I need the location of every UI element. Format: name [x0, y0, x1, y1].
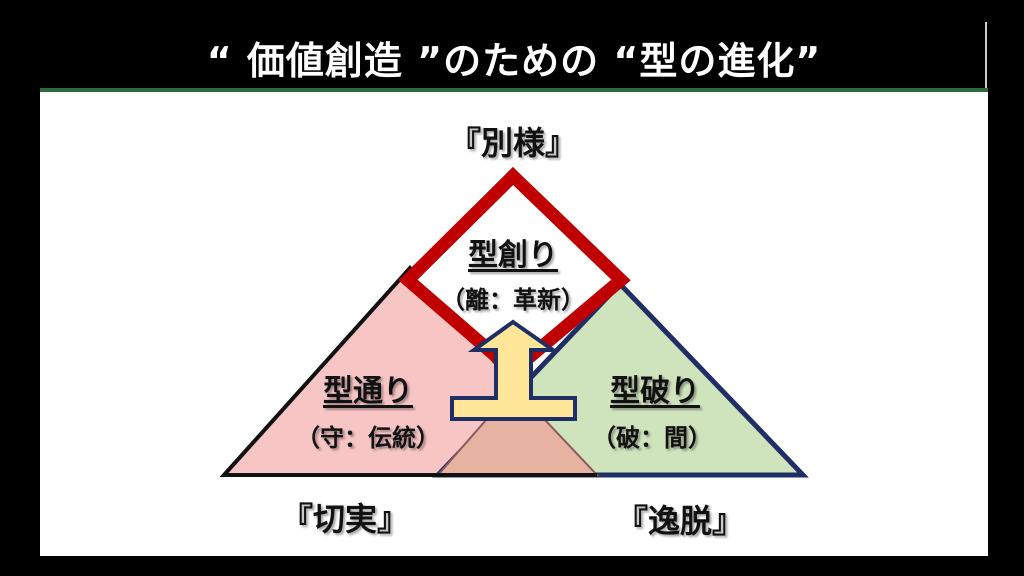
- label-top: 『別様』: [448, 124, 578, 162]
- break-title: 型破り: [610, 374, 700, 409]
- label-bottom-right: 『逸脱』: [615, 502, 745, 540]
- up-arrow: [450, 319, 577, 421]
- create-title: 型創り: [468, 238, 558, 273]
- follow-subtitle: （守：伝統）: [296, 423, 440, 452]
- follow-title: 型通り: [323, 374, 413, 409]
- create-subtitle: （離：革新）: [441, 285, 585, 314]
- label-bottom-left: 『切実』: [280, 500, 410, 538]
- break-subtitle: （破：間）: [592, 423, 712, 452]
- edge-line: [985, 22, 987, 88]
- title-divider: [40, 88, 988, 92]
- slide-title: “ 価値創造 ”のための “型の進化”: [206, 39, 822, 83]
